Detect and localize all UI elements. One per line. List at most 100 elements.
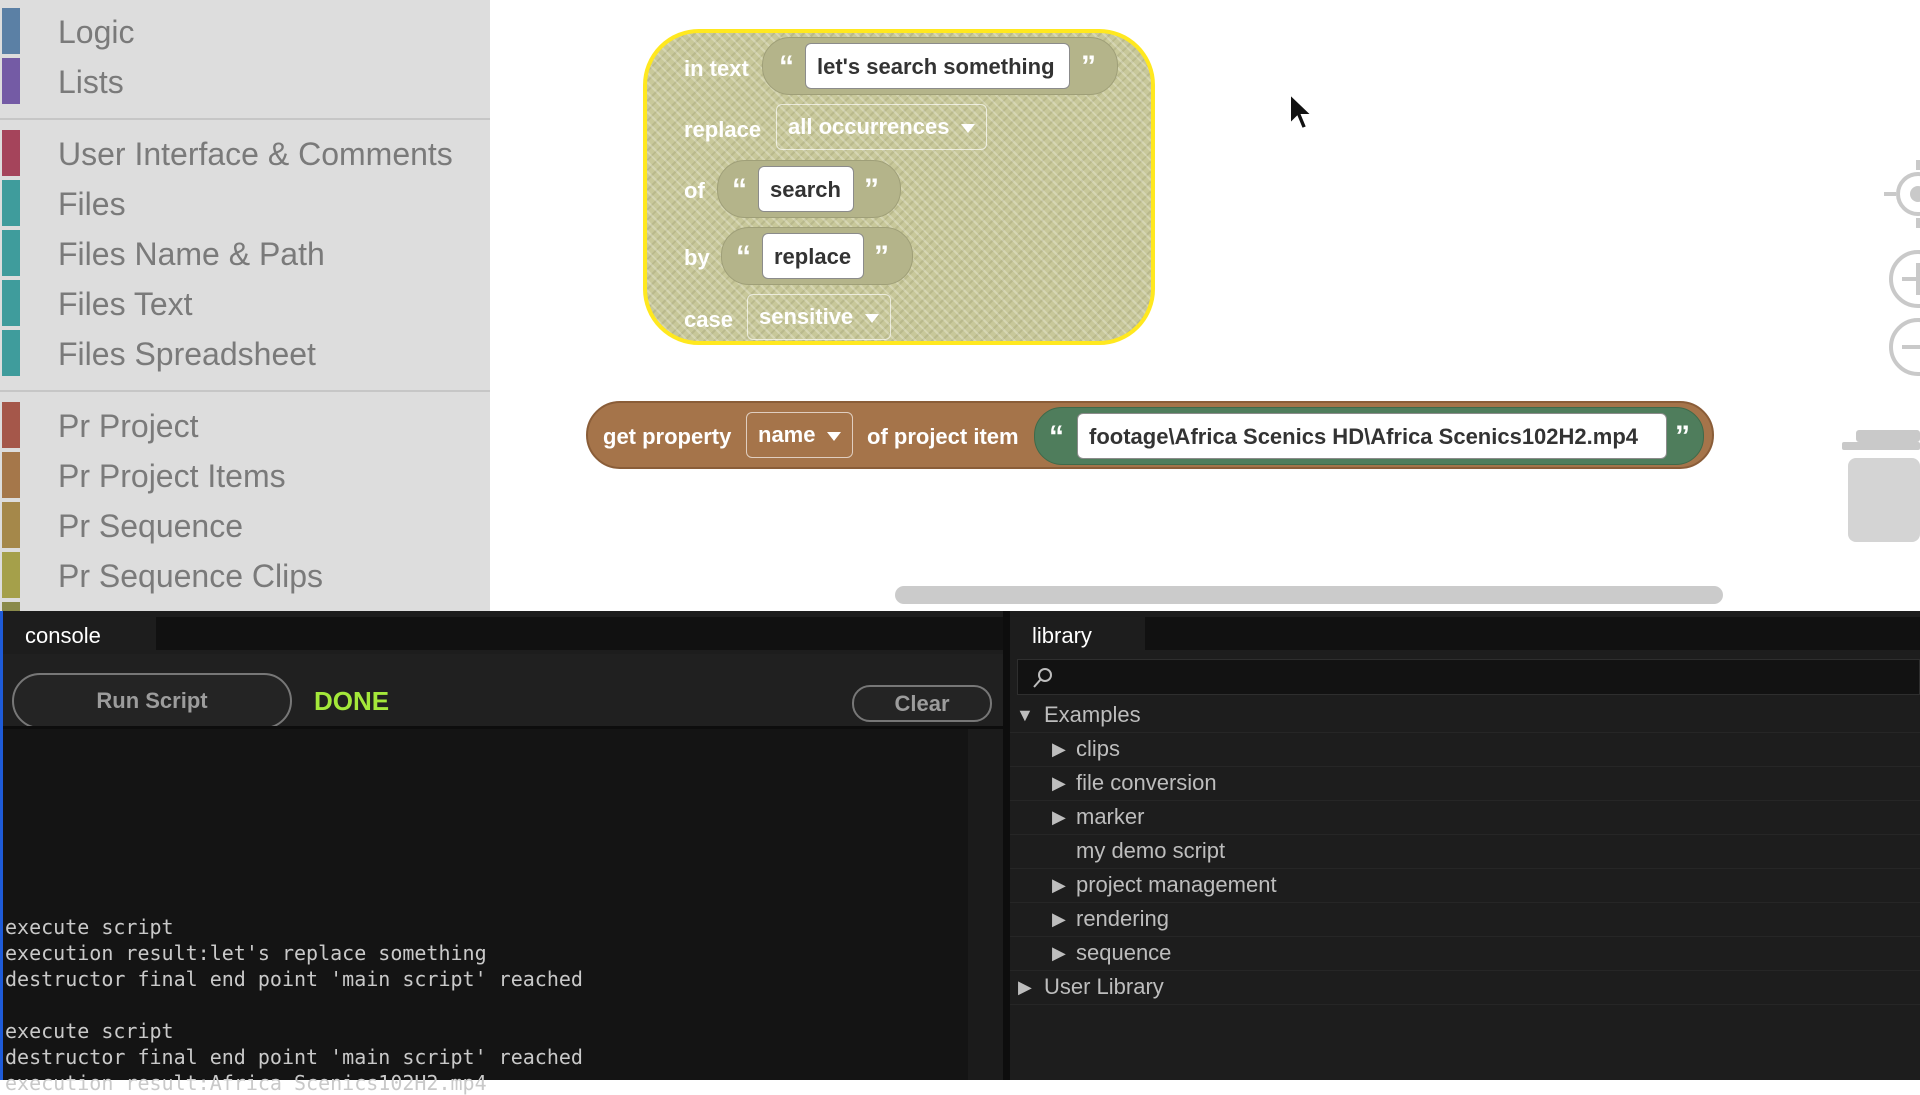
tree-item-file-conversion[interactable]: ▶ file conversion	[1010, 767, 1920, 801]
replace-string-field[interactable]: replace	[762, 233, 864, 279]
zoom-out-icon[interactable]	[1870, 316, 1920, 378]
run-script-button[interactable]: Run Script	[12, 673, 292, 729]
expanded-arrow-icon[interactable]: ▼	[1016, 705, 1034, 725]
collapsed-arrow-icon[interactable]: ▶	[1052, 739, 1066, 759]
category-lists[interactable]: Lists	[0, 56, 490, 106]
tree-item-label: rendering	[1076, 906, 1169, 931]
trash-icon[interactable]	[1842, 428, 1920, 544]
bottom-panels: console Run Script DONE Clear execute sc…	[0, 611, 1920, 1095]
category-color-swatch	[2, 8, 20, 54]
category-color-swatch	[2, 130, 20, 176]
tab-library[interactable]: library	[1010, 617, 1145, 654]
console-scrollbar[interactable]	[968, 729, 1003, 1080]
get-property-label: get property	[603, 424, 732, 449]
category-logic[interactable]: Logic	[0, 6, 490, 56]
category-label: Logic	[58, 14, 135, 50]
console-divider	[3, 726, 1003, 729]
search-icon	[1033, 668, 1052, 688]
collapsed-arrow-icon[interactable]: ▶	[1052, 875, 1066, 895]
quote-open-icon: “	[732, 173, 747, 206]
blocks-workspace[interactable]: in text “ let's search something ” repla…	[518, 0, 1920, 611]
category-color-swatch	[2, 502, 20, 548]
quote-close-icon: ”	[864, 173, 879, 206]
zoom-in-icon[interactable]	[1870, 248, 1920, 310]
text-replace-block[interactable]: in text “ let's search something ” repla…	[643, 29, 1155, 345]
category-label: User Interface & Comments	[58, 136, 453, 172]
tree-item-label: Examples	[1044, 702, 1141, 727]
project-item-path-field[interactable]: footage\Africa Scenics HD\Africa Scenics…	[1077, 413, 1667, 459]
category-files-name-path[interactable]: Files Name & Path	[0, 228, 490, 278]
recenter-icon[interactable]	[1870, 160, 1920, 230]
collapsed-arrow-icon[interactable]: ▶	[1018, 977, 1032, 997]
category-color-swatch	[2, 180, 20, 226]
category-pr-project-items[interactable]: Pr Project Items	[0, 450, 490, 500]
tree-item-marker[interactable]: ▶ marker	[1010, 801, 1920, 835]
case-label: case	[684, 307, 733, 332]
collapsed-arrow-icon[interactable]: ▶	[1052, 943, 1066, 963]
category-files[interactable]: Files	[0, 178, 490, 228]
string-block[interactable]: “ replace ”	[721, 227, 913, 285]
string-block[interactable]: “ let's search something ”	[762, 37, 1118, 95]
string-block[interactable]: “ search ”	[717, 160, 901, 218]
in-text-field[interactable]: let's search something	[805, 43, 1070, 89]
clear-button[interactable]: Clear	[852, 685, 992, 722]
quote-close-icon: ”	[1081, 50, 1096, 83]
category-label: Pr Project	[58, 408, 199, 444]
tree-item-examples[interactable]: ▼ Examples	[1010, 699, 1920, 733]
category-label: Files Text	[58, 286, 193, 322]
console-panel: console Run Script DONE Clear execute sc…	[0, 611, 1003, 1095]
tree-item-label: sequence	[1076, 940, 1172, 965]
console-line: execute script	[5, 915, 174, 939]
panel-divider[interactable]	[1003, 611, 1010, 1080]
quote-close-icon: ”	[1675, 420, 1690, 453]
by-label: by	[684, 245, 710, 270]
tab-console[interactable]: console	[3, 617, 156, 654]
category-color-swatch	[2, 280, 20, 326]
run-status-text: DONE	[314, 686, 390, 716]
tree-item-clips[interactable]: ▶ clips	[1010, 733, 1920, 767]
console-output[interactable]: execute script execution result:let's re…	[3, 729, 968, 1095]
tree-item-label: file conversion	[1076, 770, 1217, 795]
console-tab-strip	[3, 617, 1003, 650]
get-property-block[interactable]: get property name of project item “ foot…	[586, 401, 1714, 469]
category-more[interactable]	[0, 600, 490, 611]
category-pr-sequence[interactable]: Pr Sequence	[0, 500, 490, 550]
library-search-input[interactable]	[1017, 659, 1920, 695]
category-user-interface-comments[interactable]: User Interface & Comments	[0, 128, 490, 178]
case-dropdown[interactable]: sensitive	[747, 294, 892, 340]
category-label: Pr Project Items	[58, 458, 286, 494]
chevron-down-icon	[827, 431, 842, 441]
search-string-field[interactable]: search	[758, 166, 854, 212]
category-label: Lists	[58, 64, 124, 100]
category-files-spreadsheet[interactable]: Files Spreadsheet	[0, 328, 490, 378]
case-value: sensitive	[759, 304, 854, 329]
category-files-text[interactable]: Files Text	[0, 278, 490, 328]
replace-mode-dropdown[interactable]: all occurrences	[776, 104, 988, 150]
tree-item-user-library[interactable]: ▶ User Library	[1010, 971, 1920, 1005]
string-block[interactable]: “ footage\Africa Scenics HD\Africa Sceni…	[1034, 407, 1704, 465]
tree-item-label: my demo script	[1076, 838, 1226, 863]
category-label: Files	[58, 186, 126, 222]
workspace-horizontal-scrollbar[interactable]	[895, 586, 1723, 604]
console-line: execution result:Africa Scenics102H2.mp4	[5, 1071, 487, 1095]
category-color-swatch	[2, 452, 20, 498]
collapsed-arrow-icon[interactable]: ▶	[1052, 807, 1066, 827]
quote-open-icon: “	[736, 240, 751, 273]
tree-item-my-demo-script[interactable]: my demo script	[1010, 835, 1920, 869]
collapsed-arrow-icon[interactable]: ▶	[1052, 909, 1066, 929]
tree-item-sequence[interactable]: ▶ sequence	[1010, 937, 1920, 971]
category-color-swatch	[2, 402, 20, 448]
tree-item-project-management[interactable]: ▶ project management	[1010, 869, 1920, 903]
category-separator	[0, 390, 490, 392]
category-color-swatch	[2, 602, 20, 611]
replace-mode-value: all occurrences	[788, 114, 950, 139]
tree-item-label: marker	[1076, 804, 1145, 829]
tree-item-rendering[interactable]: ▶ rendering	[1010, 903, 1920, 937]
category-pr-project[interactable]: Pr Project	[0, 400, 490, 450]
mouse-cursor-icon	[1289, 92, 1314, 131]
chevron-down-icon	[961, 123, 976, 133]
category-toolbox: Logic Lists User Interface & Comments Fi…	[0, 0, 490, 611]
property-dropdown[interactable]: name	[746, 412, 854, 458]
collapsed-arrow-icon[interactable]: ▶	[1052, 773, 1066, 793]
category-pr-sequence-clips[interactable]: Pr Sequence Clips	[0, 550, 490, 600]
